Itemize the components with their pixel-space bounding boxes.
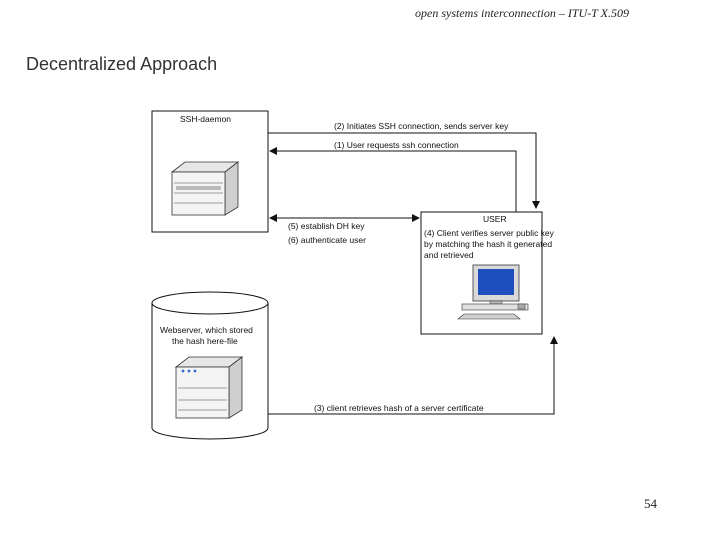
computer-icon [457,264,529,320]
webserver-cylinder: Webserver, which stored the hash here-fi… [151,291,269,440]
arrow-step6-label: (6) authenticate user [288,235,366,245]
ssh-daemon-label: SSH-daemon [180,114,231,124]
slide-header: open systems interconnection – ITU-T X.5… [415,6,629,20]
page-number: 54 [644,496,657,511]
user-box-line1: (4) Client verifies server public key [424,228,555,238]
arrow-step2: (2) Initiates SSH connection, sends serv… [268,121,540,209]
arrow-step1: (1) User requests ssh connection [269,140,517,212]
user-box-line3: and retrieved [424,250,474,260]
arrow-step5-6: (5) establish DH key (6) authenticate us… [269,214,420,245]
ssh-daemon-box: SSH-daemon [151,110,269,233]
arrow-step3-label: (3) client retrieves hash of a server ce… [314,403,484,413]
user-box-title: USER [483,214,507,224]
slide-title: Decentralized Approach [26,54,218,74]
arrow-step2-label: (2) Initiates SSH connection, sends serv… [334,121,509,131]
server-icon [170,161,240,216]
arrow-step3: (3) client retrieves hash of a server ce… [268,336,558,415]
webserver-label-line1: Webserver, which stored [160,325,253,335]
webserver-label-line2: the hash here-file [172,336,238,346]
user-box-line2: by matching the hash it generated [424,239,552,249]
arrow-step1-label: (1) User requests ssh connection [334,140,459,150]
user-box: USER (4) Client verifies server public k… [420,211,555,335]
server-icon [174,356,244,419]
arrow-step5-label: (5) establish DH key [288,221,365,231]
